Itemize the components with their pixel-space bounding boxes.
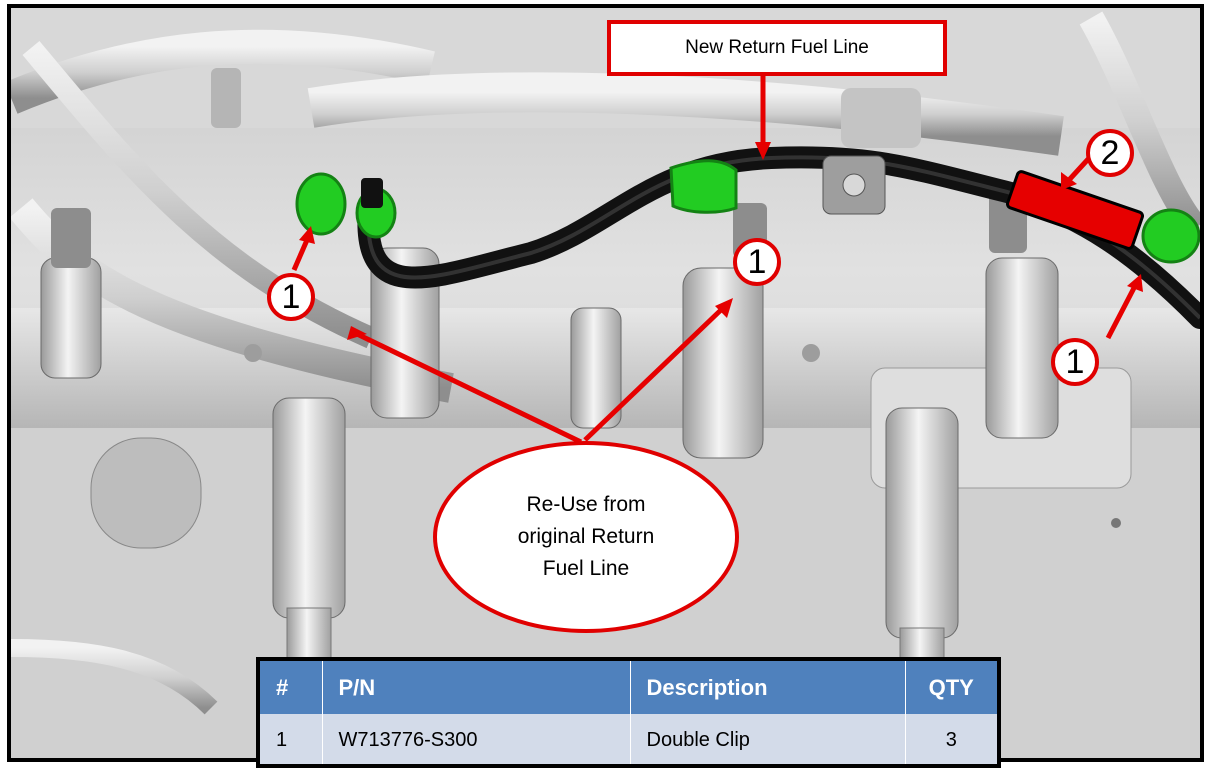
double-clips	[295, 159, 1200, 264]
column-header-number: #	[260, 661, 323, 714]
column-header-qty: QTY	[905, 661, 997, 714]
clip-callout-badge: 1	[1051, 338, 1099, 386]
column-header-description: Description	[630, 661, 906, 714]
fuel-line-bracket	[822, 155, 886, 215]
reuse-callout: Re-Use from original Return Fuel Line	[433, 441, 739, 633]
reuse-label: Re-Use from original Return Fuel Line	[517, 493, 655, 580]
column-header-part-number: P/N	[322, 661, 631, 714]
new-return-fuel-line-label: New Return Fuel Line	[685, 37, 869, 58]
table-row: 1 W713776-S300 Double Clip 3	[260, 714, 997, 764]
cell-description: Double Clip	[630, 714, 906, 764]
new-return-fuel-line-callout: New Return Fuel Line	[607, 20, 947, 76]
clip-callout-badge: 1	[733, 238, 781, 286]
cell-qty: 3	[905, 714, 997, 764]
leader-arrows	[291, 72, 1143, 445]
cell-part-number: W713776-S300	[322, 714, 631, 764]
parts-table: # P/N Description QTY 1 W713776-S300 Dou…	[256, 657, 1001, 768]
fuel-line-connector-2	[1005, 170, 1145, 250]
connector-callout-badge: 2	[1086, 129, 1134, 177]
clip-callout-badge: 1	[267, 273, 315, 321]
injector-3	[370, 247, 440, 419]
table-header-row: # P/N Description QTY	[260, 661, 997, 714]
cell-number: 1	[260, 714, 323, 764]
injector-1	[40, 208, 102, 379]
injector-6	[985, 193, 1059, 439]
engine-diagram: New Return Fuel Line 1 1 1 2 Re-Use from…	[7, 4, 1204, 762]
engine-illustration	[11, 8, 1200, 758]
